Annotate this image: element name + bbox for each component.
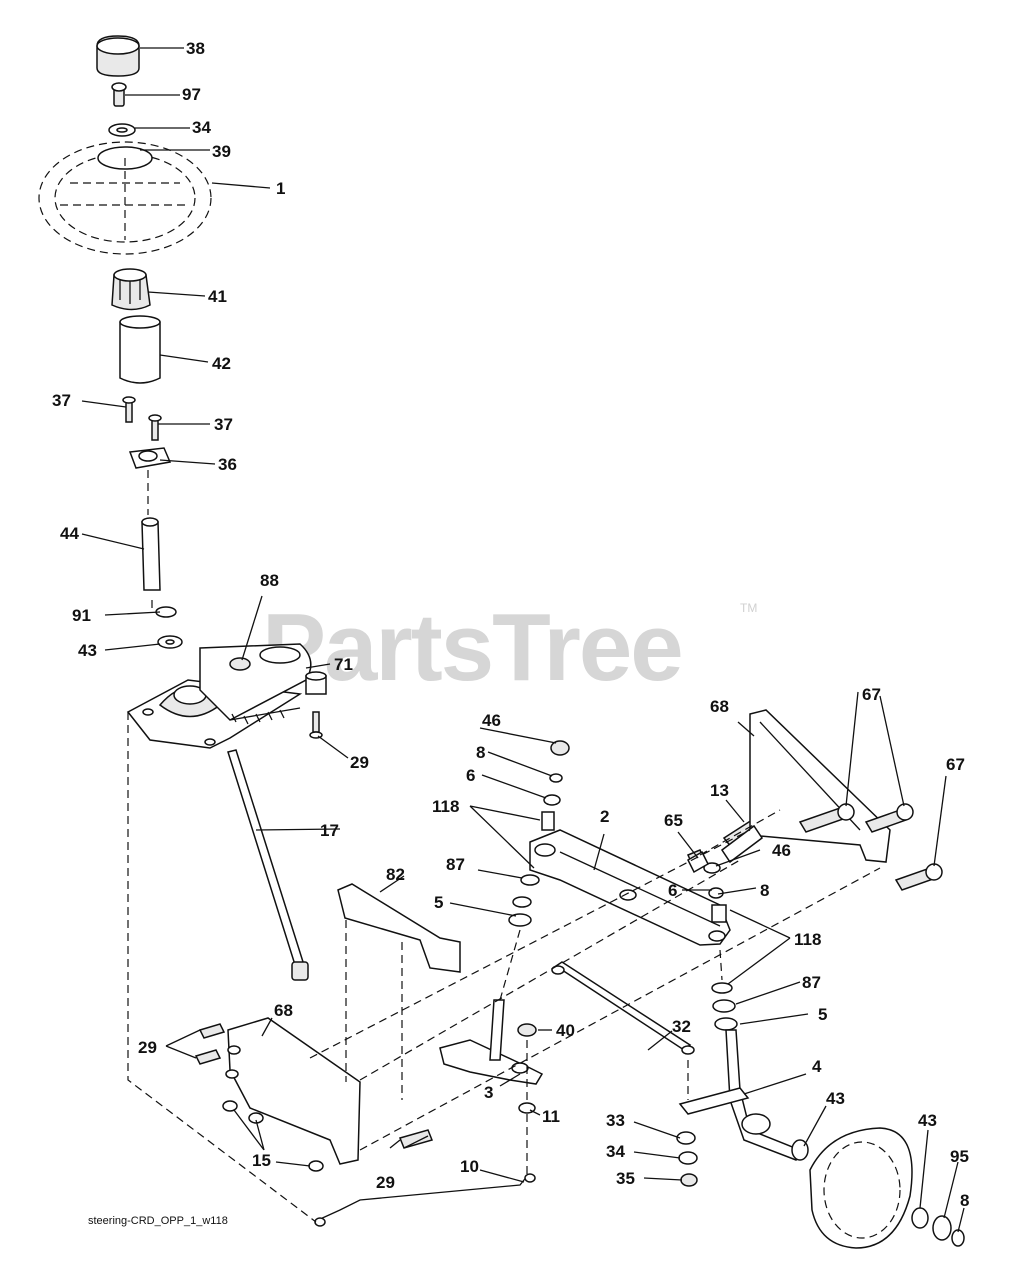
callout-67: 67 [946, 755, 965, 774]
watermark-trademark: TM [740, 601, 757, 615]
wheel-hardware-part [911, 1207, 965, 1247]
callout-8: 8 [960, 1191, 969, 1210]
watermark-brand: PartsTree [262, 594, 682, 701]
steering-adapter-part [111, 268, 151, 311]
column-flange-part [128, 447, 172, 469]
callout-15: 15 [252, 1151, 271, 1170]
callout-46: 46 [482, 711, 501, 730]
callout-82: 82 [386, 865, 405, 884]
callout-4: 4 [812, 1057, 822, 1076]
diagram-caption: steering-CRD_OPP_1_w118 [88, 1215, 228, 1227]
callout-46: 46 [772, 841, 791, 860]
callout-3: 3 [484, 1083, 493, 1102]
callout-37: 37 [214, 415, 233, 434]
callout-39: 39 [212, 142, 231, 161]
callout-labels: 38 97 34 39 1 41 42 37 37 36 44 88 91 43… [52, 39, 969, 1210]
callout-65: 65 [664, 811, 683, 830]
front-axle-bracket-right [749, 709, 891, 863]
spacer-part [687, 824, 764, 874]
callout-88: 88 [260, 571, 279, 590]
link-rod-part [314, 1173, 536, 1227]
callout-118: 118 [432, 797, 459, 816]
callout-6: 6 [668, 881, 677, 900]
callout-29: 29 [350, 753, 369, 772]
front-wheel-part [791, 1127, 913, 1249]
steering-cap-part [96, 35, 140, 77]
callout-6: 6 [466, 766, 475, 785]
axle-top-parts [541, 740, 570, 831]
bracket-bolts-part [798, 803, 943, 891]
callout-71: 71 [334, 655, 353, 674]
callout-35: 35 [616, 1169, 635, 1188]
gear-bolt-part [309, 711, 323, 739]
callout-68: 68 [274, 1001, 293, 1020]
callout-2: 2 [600, 807, 609, 826]
callout-37: 37 [52, 391, 71, 410]
washer-part [108, 123, 136, 137]
front-axle-part [529, 829, 731, 946]
callout-29: 29 [138, 1038, 157, 1057]
callout-43: 43 [918, 1111, 937, 1130]
callout-13: 13 [710, 781, 729, 800]
assembly-lines [127, 596, 881, 1223]
callout-40: 40 [556, 1021, 575, 1040]
steering-shaft-part [141, 517, 161, 591]
callout-29: 29 [376, 1173, 395, 1192]
callout-17: 17 [320, 821, 339, 840]
callout-44: 44 [60, 524, 79, 543]
callout-36: 36 [218, 455, 237, 474]
pivot-bushing-part [305, 671, 327, 695]
callout-68: 68 [710, 697, 729, 716]
callout-87: 87 [802, 973, 821, 992]
callout-34: 34 [606, 1142, 625, 1161]
sector-gear-part [199, 643, 312, 725]
callout-1: 1 [276, 179, 285, 198]
tie-rod-part [551, 961, 695, 1055]
axle-right-parts [703, 862, 738, 1031]
callout-41: 41 [208, 287, 227, 306]
steering-wheel-part [38, 141, 212, 255]
callout-8: 8 [476, 743, 485, 762]
steering-bellows-part [119, 315, 161, 384]
callout-97: 97 [182, 85, 201, 104]
callout-43: 43 [78, 641, 97, 660]
gear-nut-part [229, 657, 251, 671]
axle-left-washers [508, 874, 540, 927]
callout-67: 67 [862, 685, 881, 704]
steering-column-bolts-part [122, 396, 162, 441]
callout-95: 95 [950, 1147, 969, 1166]
callout-5: 5 [434, 893, 443, 912]
callout-34: 34 [192, 118, 211, 137]
callout-11: 11 [542, 1107, 560, 1126]
cap-screw-part [111, 82, 127, 107]
callout-91: 91 [72, 606, 91, 625]
callout-38: 38 [186, 39, 205, 58]
steering-plate-rear [225, 1017, 361, 1165]
callout-118: 118 [794, 930, 821, 949]
callout-32: 32 [672, 1017, 691, 1036]
spindle-hardware-part [676, 1131, 698, 1187]
leader-lines [81, 47, 965, 1233]
drag-link-part [227, 749, 309, 981]
callout-33: 33 [606, 1111, 625, 1130]
front-bracket-left [337, 883, 461, 973]
callout-8: 8 [760, 881, 769, 900]
callout-5: 5 [818, 1005, 827, 1024]
callout-42: 42 [212, 354, 231, 373]
callout-43: 43 [826, 1089, 845, 1108]
arm-hardware-part [517, 1023, 537, 1114]
steering-arm-part [439, 999, 544, 1085]
callout-10: 10 [460, 1157, 479, 1176]
shaft-bushings-part [155, 606, 183, 649]
spindle-part [678, 1029, 801, 1161]
callout-87: 87 [446, 855, 465, 874]
